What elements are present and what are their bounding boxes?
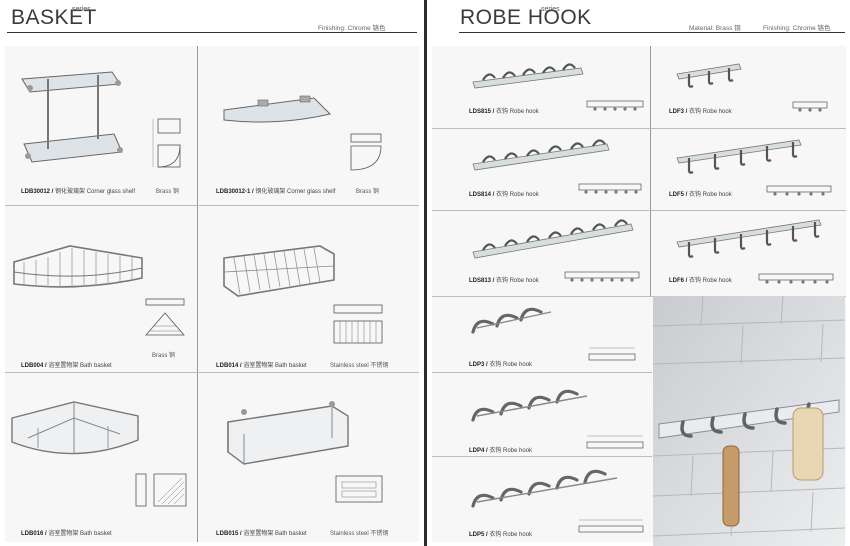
- corner-glass-shelf-image: [223, 95, 331, 123]
- basket-page: BASKET series Finishing: Chrome 铬色 LDB30…: [0, 0, 424, 546]
- basket-dimension-drawing: [333, 304, 383, 344]
- item-code: LDP5 /: [469, 532, 488, 538]
- corner-glass-shelf-2tier-image: [21, 71, 123, 163]
- page-title: ROBE HOOK: [460, 6, 592, 29]
- header-rule: [7, 32, 417, 33]
- item-description: 衣钩 Robe hook: [489, 362, 533, 368]
- robe-hook-p4-image: [471, 389, 588, 422]
- rectangular-bath-basket-image: [223, 245, 335, 297]
- robe-hook-3-image: [676, 63, 742, 88]
- row-divider: [5, 372, 419, 373]
- item-material: Brass 铜: [356, 189, 380, 195]
- item-code: LDB016 /: [21, 531, 47, 537]
- page-title: BASKET: [11, 6, 97, 29]
- basket-dimension-drawing: [335, 475, 383, 503]
- column-divider: [650, 46, 651, 296]
- robe-hook-7-image: [472, 219, 634, 259]
- shelf-dimension-drawing: [152, 118, 181, 168]
- item-description: 衣钩 Robe hook: [496, 109, 539, 115]
- item-code: LDS815 /: [469, 109, 495, 115]
- robe-hook-p5-image: [471, 469, 618, 508]
- item-code: LDF6 /: [669, 278, 688, 284]
- product-panel: [5, 46, 419, 542]
- material-label: Material: Brass 铜: [689, 25, 741, 32]
- item-code: LDB004 /: [21, 363, 47, 369]
- item-description: 衣钩 Robe hook: [489, 532, 533, 538]
- series-label: series: [541, 6, 560, 13]
- item-description: 衣钩 Robe hook: [689, 192, 732, 198]
- item-material: Brass 铜: [156, 189, 180, 195]
- hook-dimension-drawing: [564, 271, 640, 282]
- series-label: series: [72, 6, 91, 13]
- item-code: LDB30012 /: [21, 189, 54, 195]
- bathroom-hook-photo-image: [653, 296, 845, 546]
- item-description: 钢化玻璃架 Corner glass shelf: [55, 189, 136, 195]
- row-divider: [432, 296, 846, 297]
- item-code: LDS814 /: [469, 192, 495, 198]
- item-description: 衣钩 Robe hook: [496, 278, 539, 284]
- item-material: Brass 铜: [152, 353, 176, 359]
- column-divider: [197, 46, 198, 542]
- item-material: Stainless steel 不锈钢: [330, 363, 389, 369]
- row-divider: [432, 128, 846, 129]
- hook-dimension-drawing: [766, 185, 832, 196]
- item-description: 衣钩 Robe hook: [489, 448, 533, 454]
- row-divider: [432, 210, 846, 211]
- item-material: Stainless steel 不锈钢: [330, 531, 389, 537]
- hook-dimension-drawing: [586, 100, 644, 111]
- item-description: 浴室置物架 Bath basket: [48, 363, 112, 369]
- row-divider: [432, 456, 652, 457]
- basket-dimension-drawing: [135, 473, 187, 507]
- item-description: 浴室置物架 Bath basket: [243, 531, 307, 537]
- finishing-label: Finishing: Chrome 铬色: [318, 25, 386, 32]
- hook-dimension-drawing: [758, 273, 834, 284]
- hook-dimension-drawing: [588, 347, 636, 361]
- hook-dimension-drawing: [792, 101, 828, 112]
- hook-dimension-drawing: [578, 519, 644, 533]
- item-code: LDP4 /: [469, 448, 488, 454]
- item-description: 衣钩 Robe hook: [689, 278, 732, 284]
- item-description: 钢化玻璃架 Corner glass shelf: [255, 189, 336, 195]
- item-code: LDB015 /: [216, 531, 242, 537]
- corner-stainless-basket-image: [11, 401, 139, 455]
- item-description: 衣钩 Robe hook: [496, 192, 539, 198]
- book-spine: [424, 0, 427, 546]
- finishing-label: Finishing: Chrome 铬色: [763, 25, 831, 32]
- item-description: 浴室置物架 Bath basket: [48, 531, 112, 537]
- rectangular-stainless-basket-image: [227, 401, 349, 465]
- basket-dimension-drawing: [145, 298, 185, 336]
- hook-dimension-drawing: [578, 183, 642, 194]
- item-code: LDB014 /: [216, 363, 242, 369]
- lifestyle-photo: [653, 296, 845, 546]
- robe-hook-6-image: [472, 139, 610, 171]
- row-divider: [5, 205, 419, 206]
- corner-bath-basket-image: [13, 245, 143, 288]
- row-divider: [432, 372, 652, 373]
- robe-hook-p3-image: [471, 307, 552, 334]
- item-code: LDP3 /: [469, 362, 488, 368]
- robe-hook-5-double-image: [676, 139, 802, 174]
- item-code: LDF5 /: [669, 192, 688, 198]
- shelf-dimension-drawing: [350, 133, 382, 171]
- item-code: LDB30012-1 /: [216, 189, 254, 195]
- item-description: 衣钩 Robe hook: [689, 109, 732, 115]
- header-rule: [459, 32, 845, 33]
- hook-dimension-drawing: [586, 435, 644, 449]
- item-code: LDS813 /: [469, 278, 495, 284]
- robe-hook-6-double-image: [676, 219, 822, 258]
- item-description: 浴室置物架 Bath basket: [243, 363, 307, 369]
- item-code: LDF3 /: [669, 109, 688, 115]
- robe-hook-5-image: [472, 63, 584, 89]
